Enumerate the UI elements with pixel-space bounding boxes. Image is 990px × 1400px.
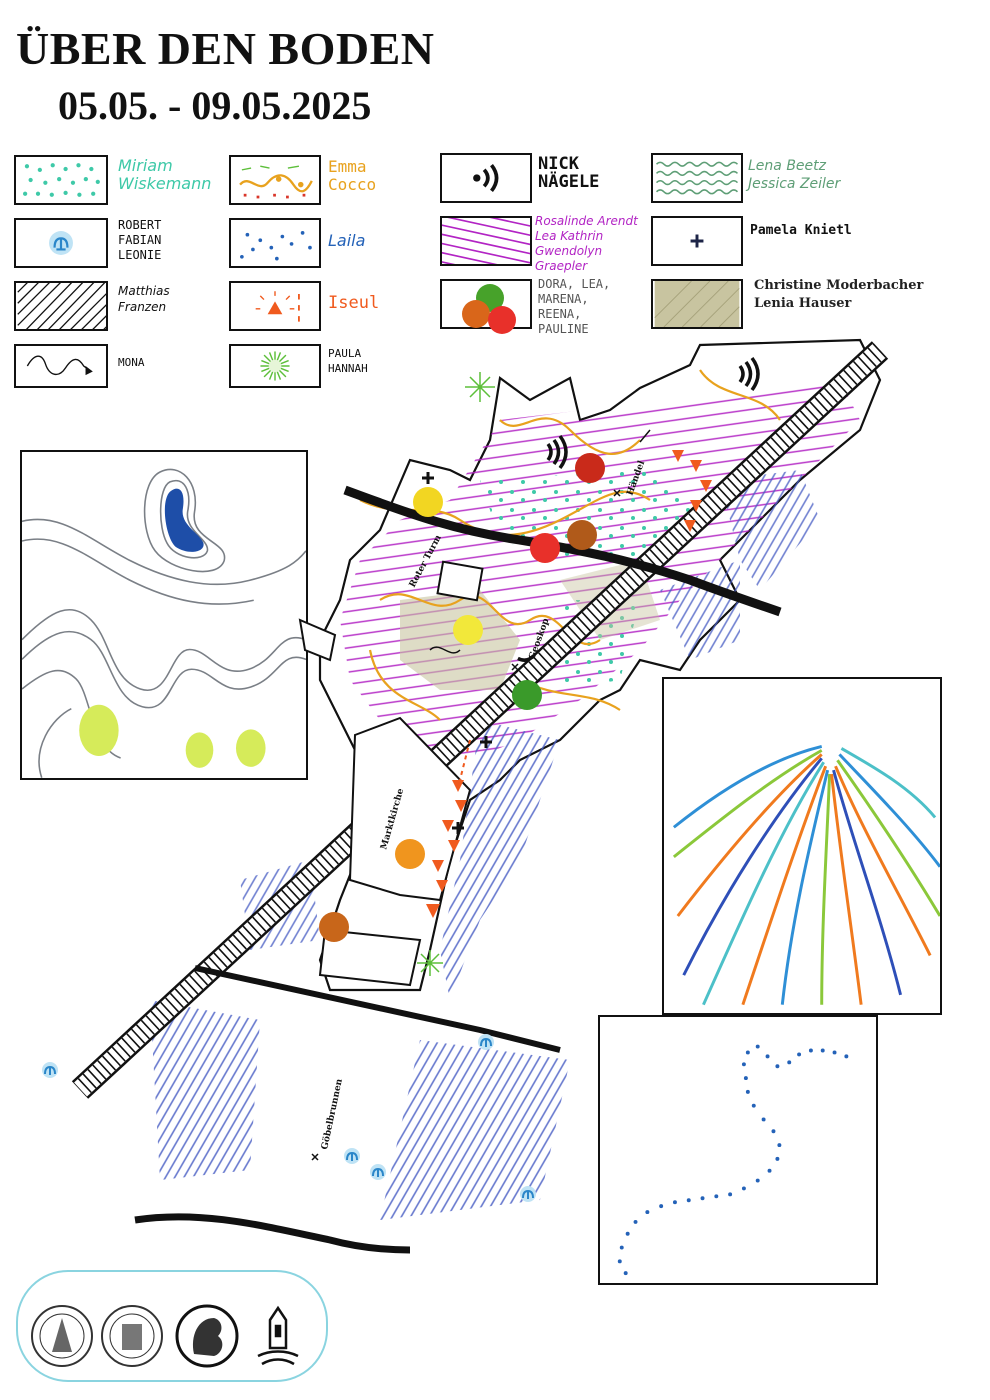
legend-swatch-iseul — [229, 281, 321, 331]
legend-label-miriam: Miriam Wiskemann — [118, 156, 212, 193]
legend-label-christine: Christine Moderbacher Lenia Hauser — [754, 278, 924, 311]
legend-label-nick: NICK NÄGELE — [538, 154, 600, 192]
legend-label-rosalinde: Rosalinde Arendt Lea Kathrin Gwendolyn G… — [535, 214, 638, 273]
legend-label-paula: PAULA HANNAH — [328, 347, 368, 375]
legend-swatch-miriam — [14, 155, 108, 205]
legend-label-emma: Emma Cocco — [328, 157, 377, 194]
legend-label-mona: MONA — [118, 356, 145, 369]
legend-dots-dora — [462, 284, 516, 334]
building-icon — [257, 1305, 299, 1366]
colored-lines-panel — [662, 677, 942, 1015]
seal-icon — [101, 1305, 163, 1367]
legend-swatch-christine — [651, 279, 743, 329]
dotted-path-panel — [598, 1015, 878, 1285]
date-range: 05.05. - 09.05.2025 — [58, 83, 372, 128]
legend-swatch-laila — [229, 218, 321, 268]
contour-drawing-panel — [20, 450, 308, 780]
logo-frame — [16, 1270, 328, 1382]
label-roter-turm: Roter Turm — [408, 533, 444, 589]
legend-swatch-matthias — [14, 281, 108, 331]
legend-label-iseul: Iseul — [328, 293, 380, 313]
legend-swatch-pamela — [651, 216, 743, 266]
page-title: ÜBER DEN BODEN — [16, 23, 435, 74]
legend-swatch-emma — [229, 155, 321, 205]
legend-label-robert: ROBERT FABIAN LEONIE — [118, 218, 162, 262]
sound-wave-icon — [517, 356, 760, 662]
legend-swatch-robert — [14, 218, 108, 268]
legend-swatch-nick — [440, 153, 532, 203]
logo-row — [31, 1304, 299, 1368]
legend-label-pamela: Pamela Knietl — [750, 223, 852, 238]
label-marktkirche: Marktkirche — [379, 787, 406, 851]
legend-label-laila: Laila — [328, 231, 366, 250]
minerva-icon — [175, 1304, 239, 1368]
legend-swatch-paula — [229, 344, 321, 388]
legend-label-dora: DORA, LEA, MARENA, REENA, PAULINE — [538, 277, 611, 336]
legend-label-matthias: Matthias Franzen — [118, 284, 170, 314]
label-haendel: Händel — [624, 459, 647, 497]
legend-swatch-mona — [14, 344, 108, 388]
seal-icon — [31, 1305, 93, 1367]
legend-swatch-rosalinde — [440, 216, 532, 266]
legend-swatch-lena — [651, 153, 743, 203]
label-goebelbrunnen: Göbelbrunnen — [319, 1077, 345, 1150]
legend-label-lena: Lena Beetz Jessica Zeiler — [748, 158, 841, 192]
label-geoskop: Geoskop — [527, 617, 551, 661]
